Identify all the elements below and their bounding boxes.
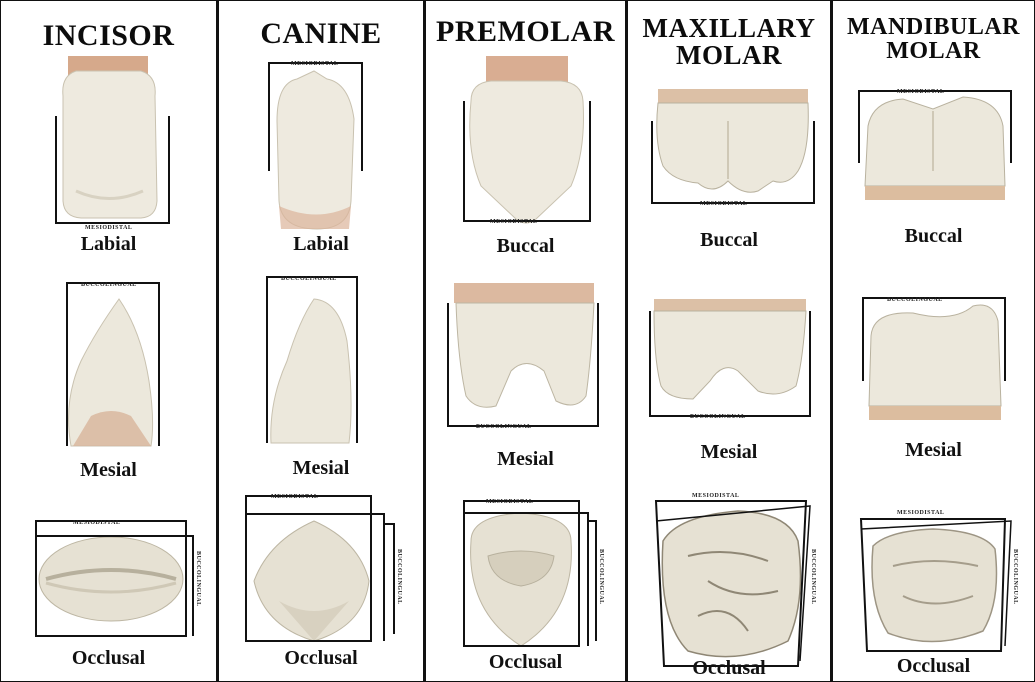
premolar-occlusal-tooth bbox=[471, 513, 572, 646]
view-label-occlusal: Occlusal bbox=[833, 655, 1034, 678]
dimension-label: BUCCOLINGUAL bbox=[887, 297, 943, 303]
dimension-label: BUCCOLINGUAL bbox=[1012, 549, 1018, 605]
maxillary-molar-buccal-tooth bbox=[657, 89, 809, 192]
dimension-label: MESIODISTAL bbox=[291, 61, 338, 67]
dimension-label: BUCCOLINGUAL bbox=[690, 414, 746, 420]
incisor-mesial-tooth bbox=[69, 299, 153, 446]
view-label-buccal: Buccal bbox=[833, 225, 1034, 248]
premolar-illustrations: MESIODISTAL BUCCOLINGUAL MESIODISTAL bbox=[426, 1, 625, 681]
dimension-label: MESIODISTAL bbox=[897, 510, 944, 516]
dimension-label: BUCCOLINGUAL bbox=[281, 276, 337, 282]
view-label-occlusal: Occlusal bbox=[1, 647, 216, 670]
canine-labial-tooth bbox=[277, 71, 354, 229]
mandibular-molar-illustrations: MESIODISTAL BUCCOLINGUAL MESIODISTAL BUC… bbox=[833, 1, 1034, 681]
dimension-label: BUCCOLINGUAL bbox=[476, 424, 532, 430]
dimension-label: BUCCOLINGUAL bbox=[396, 549, 402, 605]
dimension-label: BUCCOLINGUAL bbox=[195, 551, 201, 607]
view-label-mesial: Mesial bbox=[219, 457, 423, 480]
view-label-occlusal: Occlusal bbox=[219, 647, 423, 670]
dimension-label: BUCCOLINGUAL bbox=[598, 549, 604, 605]
maxillary-molar-mesial-tooth bbox=[654, 299, 806, 399]
canine-mesial-tooth bbox=[271, 299, 351, 443]
incisor-occlusal-tooth bbox=[39, 537, 183, 621]
premolar-mesial-tooth bbox=[454, 283, 594, 407]
dimension-label: MESIODISTAL bbox=[73, 520, 120, 526]
dimension-label: MESIODISTAL bbox=[700, 201, 747, 207]
dimension-label: MESIODISTAL bbox=[897, 89, 944, 95]
view-label-labial: Labial bbox=[1, 233, 216, 256]
dimension-label: MESIODISTAL bbox=[271, 494, 318, 500]
mandibular-molar-buccal-tooth bbox=[865, 97, 1005, 200]
column-maxillary-molar: MAXILLARY MOLAR MESIODISTAL BUCCOLINGUAL bbox=[628, 1, 833, 681]
column-mandibular-molar: MANDIBULAR MOLAR MESIODISTAL BUCCOLINGUA… bbox=[833, 1, 1034, 681]
premolar-buccal-tooth bbox=[470, 56, 584, 223]
maxillary-molar-occlusal-tooth bbox=[662, 511, 800, 657]
mandibular-molar-mesial-tooth bbox=[869, 305, 1001, 420]
incisor-labial-tooth bbox=[63, 56, 157, 218]
view-label-mesial: Mesial bbox=[833, 439, 1034, 462]
view-label-occlusal: Occlusal bbox=[628, 657, 830, 680]
dimension-label: MESIODISTAL bbox=[692, 493, 739, 499]
canine-occlusal-tooth bbox=[254, 521, 369, 641]
column-canine: CANINE MESIODISTAL BUCCOLINGUAL bbox=[219, 1, 426, 681]
view-label-mesial: Mesial bbox=[628, 441, 830, 464]
dimension-label: MESIODISTAL bbox=[85, 225, 132, 231]
view-label-occlusal: Occlusal bbox=[426, 651, 625, 674]
mandibular-molar-occlusal-tooth bbox=[872, 529, 997, 642]
view-label-buccal: Buccal bbox=[628, 229, 830, 252]
maxillary-molar-illustrations: MESIODISTAL BUCCOLINGUAL MESIODISTAL BUC… bbox=[628, 1, 830, 681]
dimension-label: BUCCOLINGUAL bbox=[810, 549, 816, 605]
column-premolar: PREMOLAR MESIODISTAL BUCCOLINGUAL bbox=[426, 1, 628, 681]
view-label-labial: Labial bbox=[219, 233, 423, 256]
dimension-label: BUCCOLINGUAL bbox=[81, 282, 137, 288]
view-label-buccal: Buccal bbox=[426, 235, 625, 258]
dimension-label: MESIODISTAL bbox=[490, 219, 537, 225]
incisor-illustrations: MESIODISTAL BUCCOLINGUAL MESIODIS bbox=[1, 1, 216, 681]
view-label-mesial: Mesial bbox=[1, 459, 216, 482]
canine-illustrations: MESIODISTAL BUCCOLINGUAL MESIODISTAL BUC… bbox=[219, 1, 423, 681]
dimension-label: MESIODISTAL bbox=[486, 499, 533, 505]
column-incisor: INCISOR MESIODISTAL BUCCOLINGUAL bbox=[1, 1, 219, 681]
view-label-mesial: Mesial bbox=[426, 448, 625, 471]
